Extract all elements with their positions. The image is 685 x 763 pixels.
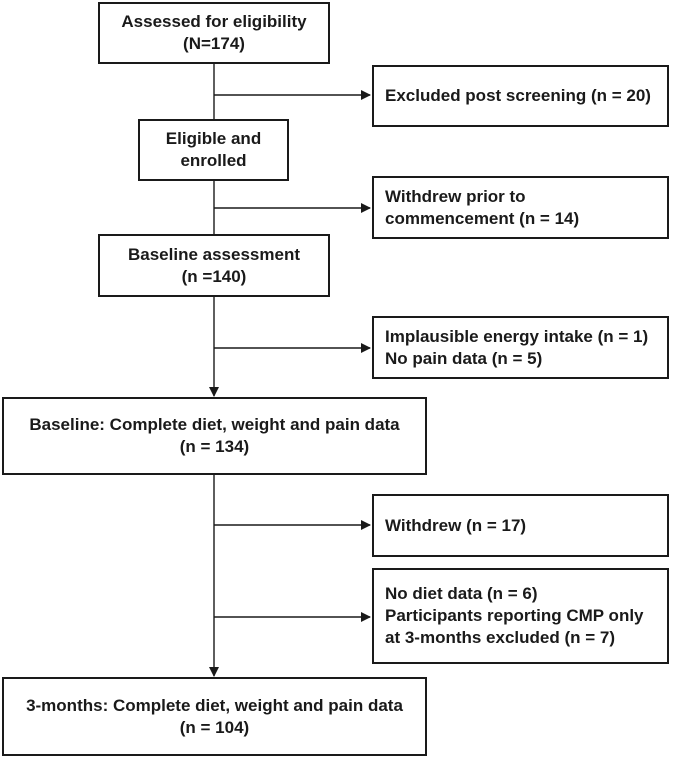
box-line: Withdrew prior to xyxy=(385,186,526,206)
box-line: Excluded post screening (n = 20) xyxy=(385,86,651,105)
box-line: Baseline assessment xyxy=(128,244,300,264)
box-line: (n = 104) xyxy=(179,717,250,737)
box-line: Baseline: Complete diet, weight and pain… xyxy=(29,415,400,434)
box-line: commencement (n = 14) xyxy=(385,208,580,228)
box-eligible-enrolled: Eligible and enrolled xyxy=(138,119,289,181)
box-line: enrolled xyxy=(180,151,247,170)
box-line: Withdrew (n = 17) xyxy=(385,515,527,535)
box-withdrew-prior: Withdrew prior to commencement (n = 14) xyxy=(372,176,669,239)
box-line: 3-months: Complete diet, weight and pain… xyxy=(26,695,403,715)
box-line: Implausible energy intake (n = 1) xyxy=(385,326,649,346)
box-line: (n = 134) xyxy=(179,437,250,456)
box-excluded-post-screening: Excluded post screening (n = 20) xyxy=(372,65,669,127)
box-line: (n =140) xyxy=(181,266,247,286)
box-no-diet-data: No diet data (n = 6) Participants report… xyxy=(372,568,669,664)
box-line: (N=174) xyxy=(183,34,245,53)
box-baseline-assessment: Baseline assessment (n =140) xyxy=(98,234,330,297)
box-line: No diet data (n = 6) xyxy=(385,584,538,603)
box-line: Assessed for eligibility xyxy=(121,12,307,31)
box-implausible-energy: Implausible energy intake (n = 1) No pai… xyxy=(372,316,669,379)
box-baseline-complete: Baseline: Complete diet, weight and pain… xyxy=(2,397,427,475)
box-three-month-complete: 3-months: Complete diet, weight and pain… xyxy=(2,677,427,756)
box-assessed-for-eligibility: Assessed for eligibility (N=174) xyxy=(98,2,330,64)
box-withdrew: Withdrew (n = 17) xyxy=(372,494,669,557)
box-line: at 3-months excluded (n = 7) xyxy=(385,628,616,647)
box-line: No pain data (n = 5) xyxy=(385,348,543,368)
box-line: Eligible and xyxy=(165,129,262,148)
box-line: Participants reporting CMP only xyxy=(385,606,644,625)
